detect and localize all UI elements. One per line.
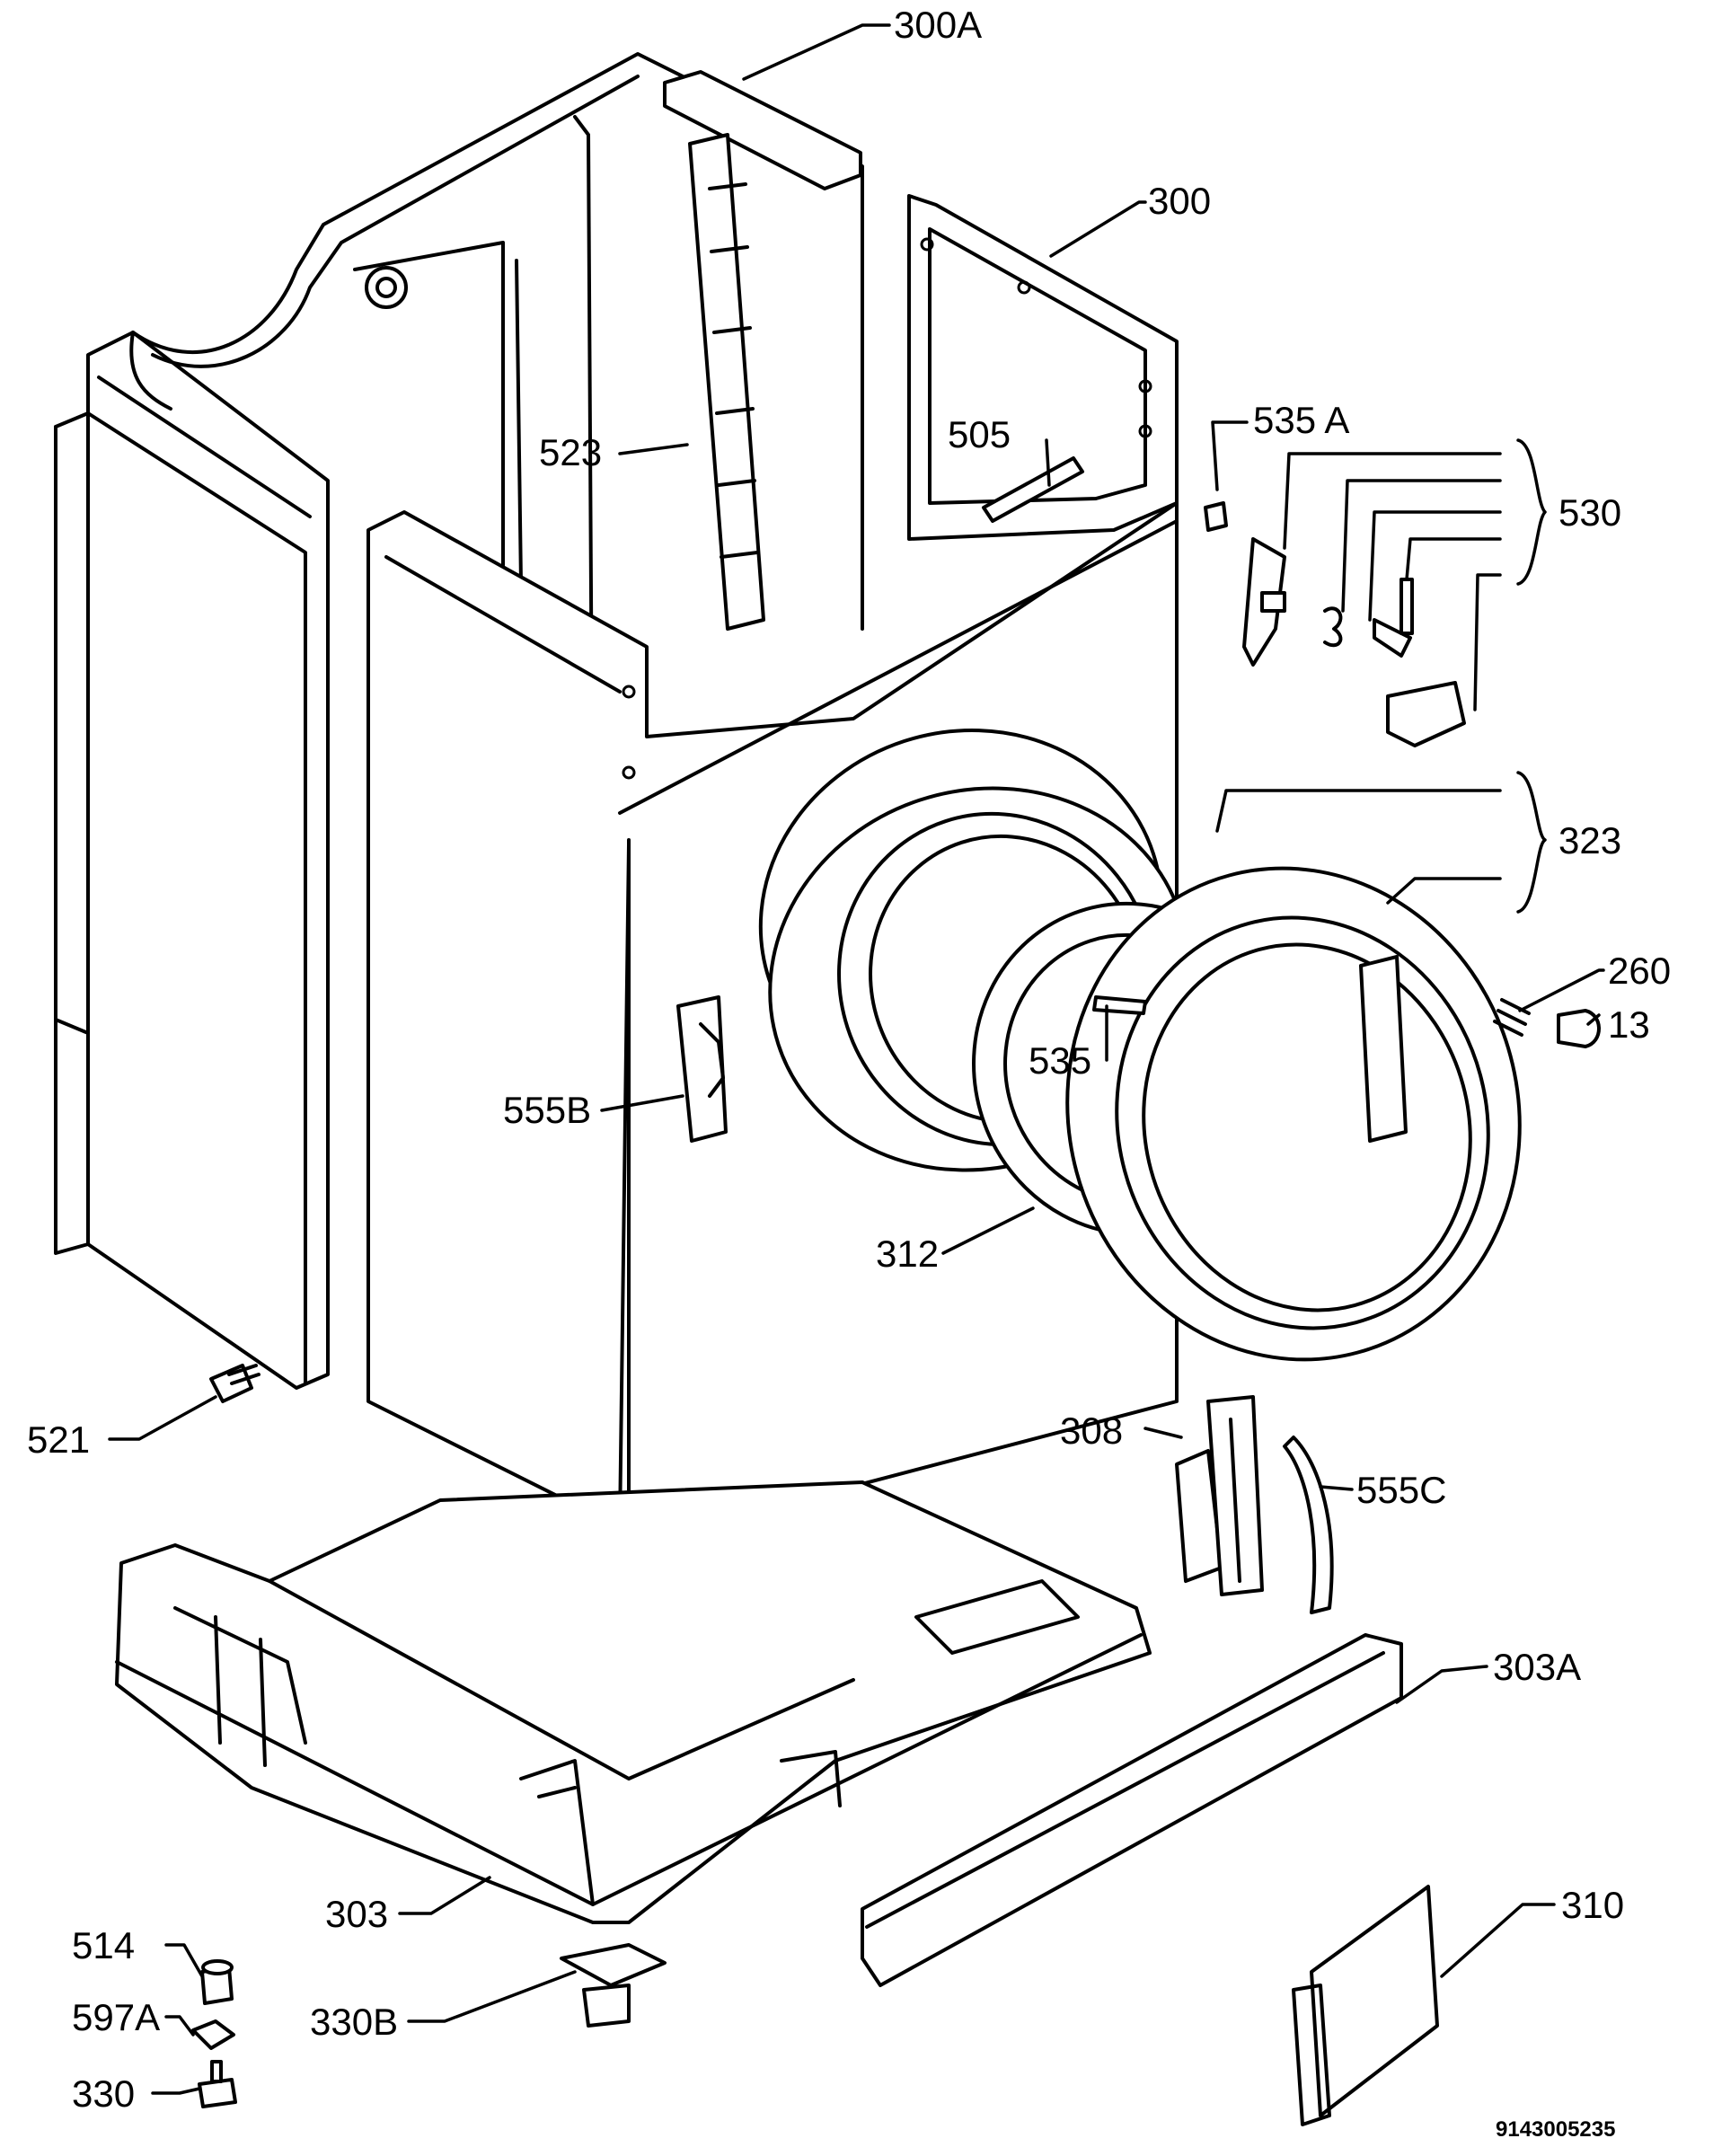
callout-505: 505	[948, 413, 1011, 455]
callout-labels: 300A 300 523 505 535 A 530 323 260 13 53…	[27, 4, 1671, 2115]
door-hinge-308	[1175, 1395, 1264, 1596]
callout-303: 303	[325, 1893, 388, 1935]
callout-597A: 597A	[72, 1996, 160, 2038]
callout-13: 13	[1608, 1003, 1650, 1046]
callout-330B: 330B	[310, 2001, 398, 2043]
screw-521	[209, 1364, 260, 1403]
callout-555C: 555C	[1356, 1469, 1446, 1511]
lock-assembly-530	[1204, 501, 1466, 747]
document-number: 9143005235	[1496, 2117, 1615, 2142]
cover-555C	[1283, 1436, 1334, 1614]
panel-310	[1292, 1885, 1439, 2126]
foot-330	[198, 2060, 237, 2108]
leader-lines	[108, 23, 1605, 2095]
callout-521: 521	[27, 1418, 90, 1461]
callout-303A: 303A	[1493, 1646, 1581, 1688]
callout-323: 323	[1558, 819, 1621, 862]
door-assembly-323	[768, 786, 1601, 1362]
callout-535A: 535 A	[1253, 399, 1349, 441]
callout-330: 330	[72, 2072, 135, 2115]
callout-530: 530	[1558, 491, 1621, 534]
callout-300A: 300A	[894, 4, 982, 46]
callout-523: 523	[539, 431, 602, 473]
callout-308: 308	[1060, 1409, 1123, 1452]
callout-260: 260	[1608, 950, 1671, 992]
nut-597A	[191, 2019, 235, 2050]
callout-514: 514	[72, 1924, 135, 1966]
base-frame-303	[115, 1480, 1152, 2028]
callout-310: 310	[1561, 1884, 1624, 1926]
callout-300: 300	[1148, 180, 1211, 222]
hinge-pin-505	[982, 456, 1084, 523]
callout-312: 312	[876, 1233, 939, 1275]
callout-535: 535	[1029, 1039, 1091, 1082]
callout-555B: 555B	[503, 1089, 591, 1131]
fastener-514	[200, 1959, 234, 2005]
